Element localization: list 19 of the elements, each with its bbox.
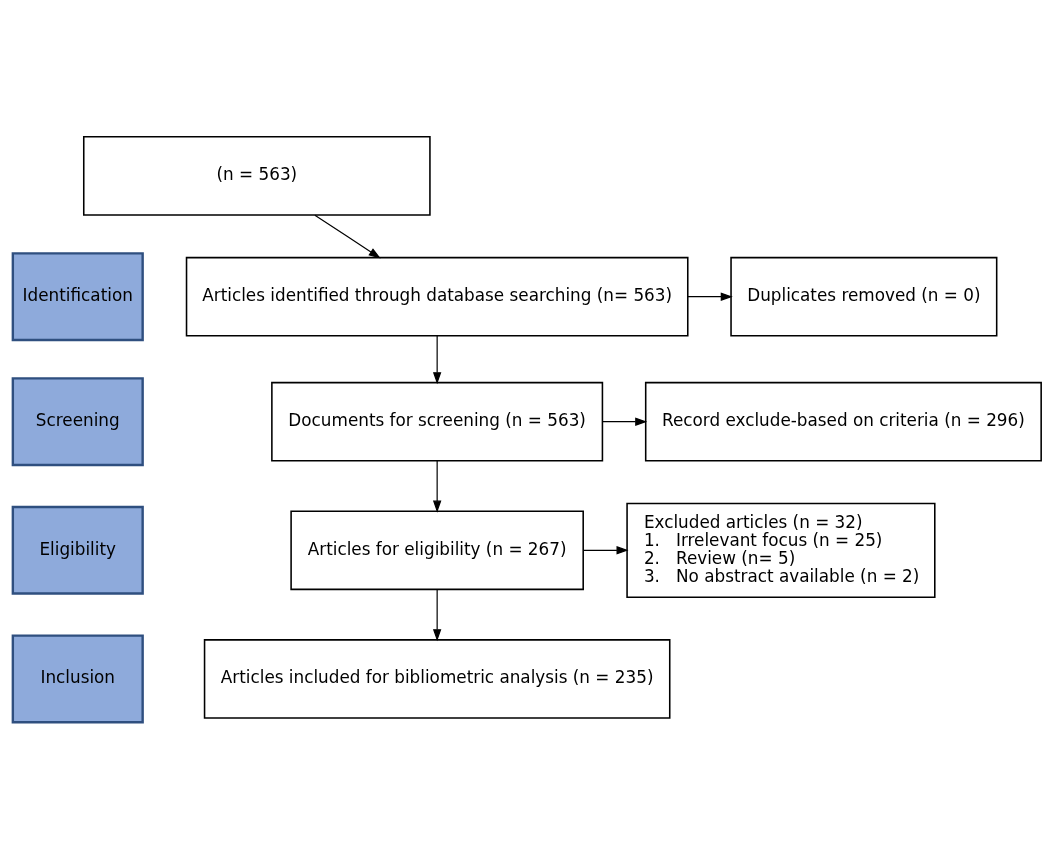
- node-box: Articles identified through database searching (n= 563): [185, 256, 689, 337]
- arrow: [432, 460, 442, 513]
- node-box: Inclusion: [11, 634, 144, 724]
- node-box: Eligibility: [11, 505, 144, 595]
- arrow: [582, 546, 629, 555]
- arrow: [602, 417, 648, 426]
- node-box: Articles included for bibliometric analysis (n = 235): [203, 639, 671, 719]
- node-box: Documents for screening (n = 563): [271, 381, 604, 462]
- node-box: Excluded articles (n = 32) 1. Irrelevant focus (n = 25) 2. Review (n= 5) 3. No abstract available (n = 2): [626, 502, 936, 598]
- node-box: Screening: [11, 377, 144, 467]
- node-box: Duplicates removed (n = 0): [730, 256, 998, 337]
- arrow: [687, 292, 733, 301]
- arrow: [314, 214, 381, 259]
- node-box: Identification: [11, 252, 144, 342]
- arrow: [432, 335, 442, 385]
- arrow: [432, 588, 442, 642]
- node-box: (n = 563): [83, 136, 431, 216]
- node-box: Articles for eligibility (n = 267): [290, 510, 584, 591]
- node-box: Record exclude-based on criteria (n = 296): [644, 381, 1042, 462]
